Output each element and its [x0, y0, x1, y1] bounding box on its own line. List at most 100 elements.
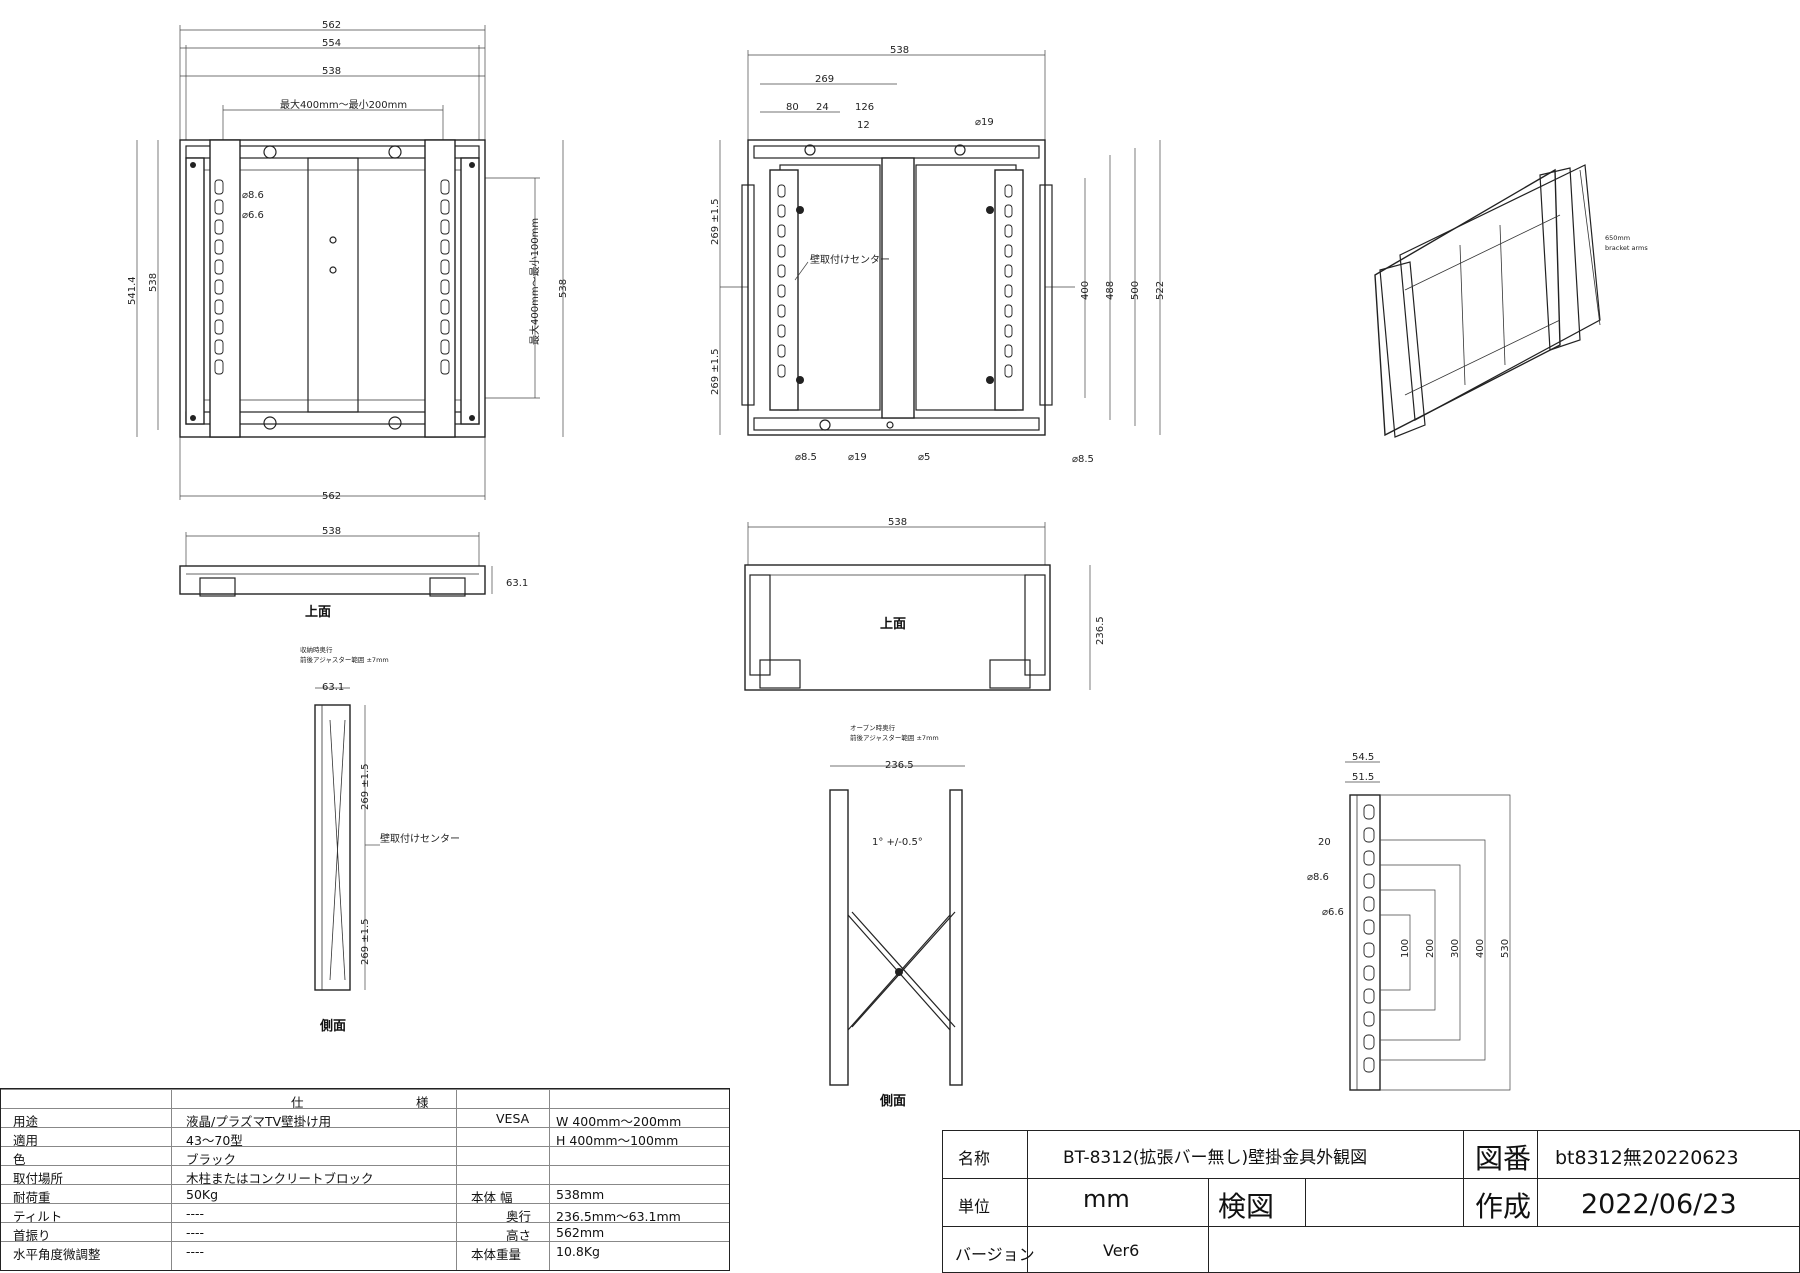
sv-left-lower: 269 ±1.5 [360, 918, 371, 965]
spec-key-2: VESA [496, 1111, 530, 1126]
title-col [1208, 1178, 1209, 1272]
dim-right-range: 最大400mm～最小100mm [528, 218, 541, 345]
top-view-center: 538 236.5 上面 [744, 517, 1106, 691]
dim-top-inner: 538 [322, 66, 341, 77]
dim-b3: ⌀5 [918, 452, 930, 463]
bv-hole-6-6: ⌀6.6 [1322, 907, 1344, 918]
dim-400: 400 [1080, 281, 1091, 300]
made-label: 作成 [1475, 1190, 1532, 1223]
dim-left-upper: 269 ±1.5 [710, 198, 721, 245]
dim-b2: ⌀19 [848, 452, 867, 463]
dim-19: ⌀19 [975, 117, 994, 128]
iso-note-1: 650mm [1605, 234, 1630, 242]
bv-51-5: 51.5 [1352, 772, 1374, 783]
spec-value-2: 562mm [556, 1225, 605, 1240]
spec-header: 仕 様 [291, 1095, 429, 1110]
spec-row: 耐荷重 50Kg 本体 幅 538mm [1, 1184, 729, 1205]
spec-row: 適用 43～70型 H 400mm～100mm [1, 1127, 729, 1148]
drawing-no-label: 図番 [1475, 1142, 1532, 1175]
dim-top-mid: 554 [322, 38, 341, 49]
dim-12: 12 [857, 120, 870, 131]
spec-row: 取付場所 木柱またはコンクリートブロック [1, 1165, 729, 1186]
spec-value: 液晶/プラズマTV壁掛け用 [186, 1114, 332, 1129]
drawing-name: BT-8312(拡張バー無し)壁掛金具外観図 [1063, 1148, 1368, 1168]
iso-view: 650mm bracket arms [1374, 164, 1648, 438]
spec-value-2: W 400mm～200mm [556, 1114, 682, 1129]
side-view-left: 収納時奥行 前後アジャスター範囲 ±7mm 63.1 269 ±1.5 269 … [300, 645, 460, 1034]
dim-top-outer: 562 [322, 20, 341, 31]
sv-left-label: 側面 [319, 1018, 346, 1034]
dim-top: 538 [890, 45, 909, 56]
sv-left-note-1: 収納時奥行 [300, 645, 333, 654]
sv-left-note-2: 前後アジャスター範囲 ±7mm [300, 655, 389, 664]
sv-left-depth: 63.1 [322, 682, 344, 693]
side-view-center: オープン時奥行 前後アジャスター範囲 ±7mm 236.5 1° +/-0.5°… [829, 723, 965, 1109]
spec-table: 仕 様 用途 液晶/プラズマTV壁掛け用 VESA W 400mm～200mm … [0, 1088, 730, 1271]
check-label: 検図 [1218, 1190, 1275, 1223]
spec-row: 水平角度微調整 ---- 本体重量 10.8Kg [1, 1241, 729, 1262]
top-view-left: 538 63.1 上面 [179, 526, 528, 620]
sv-left-upper: 269 ±1.5 [360, 763, 371, 810]
bv-530: 530 [1500, 939, 1511, 958]
front-view-left: 562 554 538 最大400mm～最小200mm 541.4 538 最大… [127, 20, 569, 502]
unit-label: 単位 [958, 1197, 991, 1216]
spec-divider-3 [549, 1089, 550, 1270]
title-rule [943, 1178, 1799, 1179]
spec-key: 耐荷重 [13, 1190, 51, 1205]
tv-left-depth: 63.1 [506, 578, 528, 589]
spec-header-row: 仕 様 [1, 1089, 729, 1110]
bv-100: 100 [1400, 939, 1411, 958]
dim-right-outer: 538 [558, 279, 569, 298]
version-label: バージョン [955, 1245, 1035, 1264]
made-date: 2022/06/23 [1581, 1189, 1737, 1220]
spec-value: ---- [186, 1244, 205, 1259]
spec-value: 43～70型 [186, 1133, 243, 1148]
sv-center-tilt: 1° +/-0.5° [872, 837, 923, 848]
sv-center-note-1: オープン時奥行 [850, 723, 896, 732]
name-label: 名称 [958, 1149, 991, 1168]
spec-row: 色 ブラック [1, 1146, 729, 1167]
dim-left-inner: 538 [148, 273, 159, 292]
title-rule [943, 1226, 1799, 1227]
spec-key-2: 本体 幅 [471, 1190, 513, 1205]
title-col [1537, 1131, 1538, 1226]
tv-center-width: 538 [888, 517, 907, 528]
spec-key: 水平角度微調整 [13, 1247, 101, 1262]
bv-300: 300 [1450, 939, 1461, 958]
dim-left-outer: 541.4 [127, 276, 138, 305]
title-col [1305, 1178, 1306, 1226]
dim-b1: ⌀8.5 [795, 452, 817, 463]
dim-522: 522 [1155, 281, 1166, 300]
spec-value: 50Kg [186, 1187, 219, 1202]
spec-value: ---- [186, 1225, 205, 1240]
dim-126: 126 [855, 102, 874, 113]
spec-value-2: 236.5mm～63.1mm [556, 1209, 681, 1224]
spec-key-2: 奥行 [506, 1209, 532, 1224]
spec-key: ティルト [13, 1209, 63, 1224]
dim-b4: ⌀8.5 [1072, 454, 1094, 465]
dim-24: 24 [816, 102, 829, 113]
spec-row: ティルト ---- 奥行 236.5mm～63.1mm [1, 1203, 729, 1224]
bracket-view: 54.5 51.5 20 ⌀8.6 ⌀6.6 100 200 300 400 5… [1307, 752, 1511, 1091]
title-col [1463, 1131, 1464, 1226]
hole-label-6-6: ⌀6.6 [242, 210, 264, 221]
spec-key: 用途 [13, 1114, 39, 1129]
tv-left-label: 上面 [305, 605, 331, 620]
sv-center-label: 側面 [879, 1093, 906, 1109]
dim-bottom: 562 [322, 491, 341, 502]
sv-center-note-2: 前後アジャスター範囲 ±7mm [850, 733, 939, 742]
tv-center-label: 上面 [880, 617, 906, 632]
spec-row: 首振り ---- 高さ 562mm [1, 1222, 729, 1243]
spec-value-2: 10.8Kg [556, 1244, 600, 1259]
spec-key: 首振り [13, 1228, 51, 1243]
drawing-no: bt8312無20220623 [1555, 1147, 1739, 1169]
spec-divider-2 [456, 1089, 457, 1270]
dim-500: 500 [1130, 281, 1141, 300]
bv-hole-8-6: ⌀8.6 [1307, 872, 1329, 883]
sv-center-depth: 236.5 [885, 760, 914, 771]
dim-left-lower: 269 ±1.5 [710, 348, 721, 395]
sv-left-center-label: 壁取付けセンター [380, 832, 460, 845]
front-view-center: 538 269 80 24 126 12 ⌀19 269 ±1.5 269 ±1… [710, 45, 1166, 465]
spec-key-2: 本体重量 [471, 1247, 522, 1262]
